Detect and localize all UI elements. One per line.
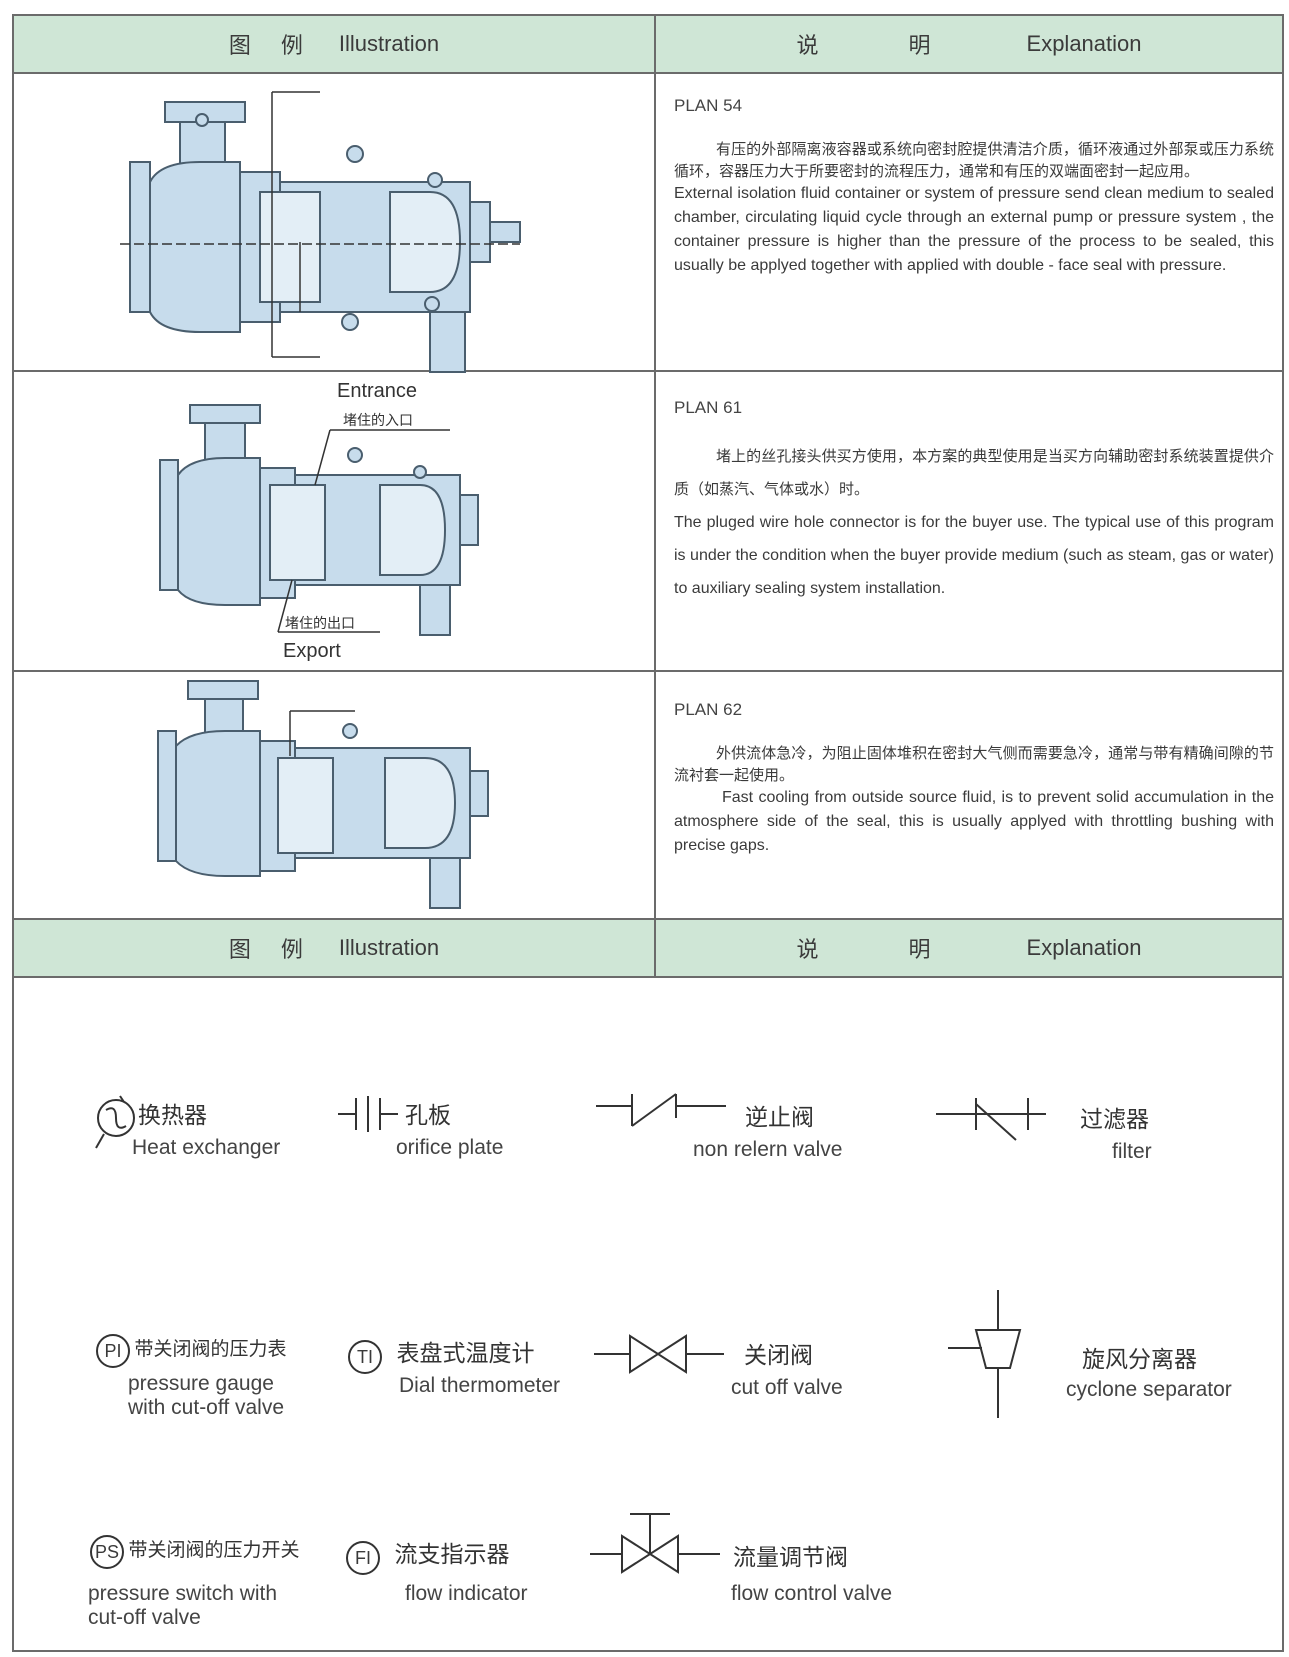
pump-drawing-plan-62 <box>157 680 489 909</box>
entrance-zh-label: 堵住的入口 <box>343 413 413 429</box>
pressure-gauge-icon: PI <box>96 1334 130 1368</box>
plan-zh-description: 堵上的丝孔接头供买方使用，本方案的典型使用是当买方向辅助密封系统装置提供介质（如… <box>674 447 1274 498</box>
legend-heat-exchanger-en: Heat exchanger <box>132 1136 281 1159</box>
pressure-switch-icon: PS <box>90 1535 124 1569</box>
pump-drawing-plan-61 <box>159 404 479 636</box>
legend-filter-en: filter <box>1112 1140 1152 1163</box>
check-valve-icon <box>596 1093 726 1127</box>
legend-flow-control-valve-en: flow control valve <box>731 1582 893 1605</box>
legend-flow-control-valve: 流量调节阀 <box>733 1545 848 1571</box>
table-header-bottom: 图例 Illustration 说明 Explanation <box>14 918 1282 978</box>
legend-dial-thermometer-en: Dial thermometer <box>399 1374 561 1397</box>
flow-indicator-icon: FI <box>346 1540 380 1575</box>
legend-pressure-gauge-en: pressure gauge <box>128 1372 274 1395</box>
legend-flow-indicator-en: flow indicator <box>405 1582 528 1605</box>
header-illustration: 图例 Illustration <box>14 920 656 976</box>
header-illustration: 图例 Illustration <box>14 16 656 72</box>
plan-en-description: Fast cooling from outside source fluid, … <box>674 789 1274 854</box>
plan-en-description: External isolation fluid container or sy… <box>674 185 1274 274</box>
orifice-plate-icon <box>338 1096 398 1132</box>
plan-54-text: PLAN 54 有压的外部隔离液容器或系统向密封腔提供清洁介质，循环液通过外部泵… <box>674 96 1274 278</box>
legend-cut-off-valve: 关闭阀 <box>744 1343 813 1369</box>
legend-orifice-plate-en: orifice plate <box>396 1136 504 1159</box>
legend-check-valve-en: non relern valve <box>693 1138 843 1161</box>
filter-icon <box>936 1098 1046 1141</box>
export-zh-label: 堵住的出口 <box>285 616 355 632</box>
legend-cyclone-separator-en: cyclone separator <box>1066 1378 1232 1401</box>
legend-orifice-plate: 孔板 <box>405 1103 451 1129</box>
export-label: Export <box>283 640 341 662</box>
legend-cyclone-separator: 旋风分离器 <box>1082 1347 1197 1373</box>
legend-check-valve: 逆止阀 <box>745 1105 814 1131</box>
page-frame <box>12 14 1284 1652</box>
plan-61-text: PLAN 61 堵上的丝孔接头供买方使用，本方案的典型使用是当买方向辅助密封系统… <box>674 398 1274 605</box>
pump-drawing-plan-54 <box>120 91 521 373</box>
header-explanation: 说明 Explanation <box>796 935 1142 962</box>
plan-zh-description: 外供流体急冷，为阻止固体堆积在密封大气侧而需要急冷，通常与带有精确间隙的节流衬套… <box>674 744 1274 784</box>
plan-title: PLAN 62 <box>674 700 743 719</box>
plan-en-description: The pluged wire hole connector is for th… <box>674 514 1274 597</box>
legend-filter: 过滤器 <box>1080 1107 1149 1133</box>
table-header-top: 图例 Illustration 说明 Explanation <box>14 16 1282 74</box>
row-divider <box>14 670 1282 672</box>
cyclone-separator-icon <box>948 1290 1022 1418</box>
header-explanation: 说明 Explanation <box>796 31 1142 58</box>
legend-heat-exchanger: 换热器 <box>138 1103 207 1129</box>
row-divider <box>14 370 1282 372</box>
heat-exchanger-icon <box>95 1095 135 1149</box>
plan-title: PLAN 61 <box>674 398 743 417</box>
entrance-label: Entrance <box>337 380 418 402</box>
gate-valve-icon <box>594 1334 724 1374</box>
control-valve-icon <box>590 1513 720 1574</box>
legend-pressure-switch: PS 带关闭阀的压力开关 <box>90 1535 299 1569</box>
thermometer-icon: TI <box>348 1339 382 1374</box>
legend-pressure-gauge: PI 带关闭阀的压力表 <box>96 1334 286 1368</box>
legend-flow-indicator: FI 流支指示器 <box>346 1535 509 1575</box>
column-divider <box>654 72 656 972</box>
legend-dial-thermometer: TI 表盘式温度计 <box>348 1334 534 1374</box>
legend-cut-off-valve-en: cut off valve <box>731 1376 843 1399</box>
legend-pressure-switch-en: pressure switch with <box>88 1582 278 1605</box>
plan-title: PLAN 54 <box>674 96 743 115</box>
plan-zh-description: 有压的外部隔离液容器或系统向密封腔提供清洁介质，循环液通过外部泵或压力系统循环，… <box>674 140 1274 180</box>
plan-62-text: PLAN 62 外供流体急冷，为阻止固体堆积在密封大气侧而需要急冷，通常与带有精… <box>674 700 1274 858</box>
